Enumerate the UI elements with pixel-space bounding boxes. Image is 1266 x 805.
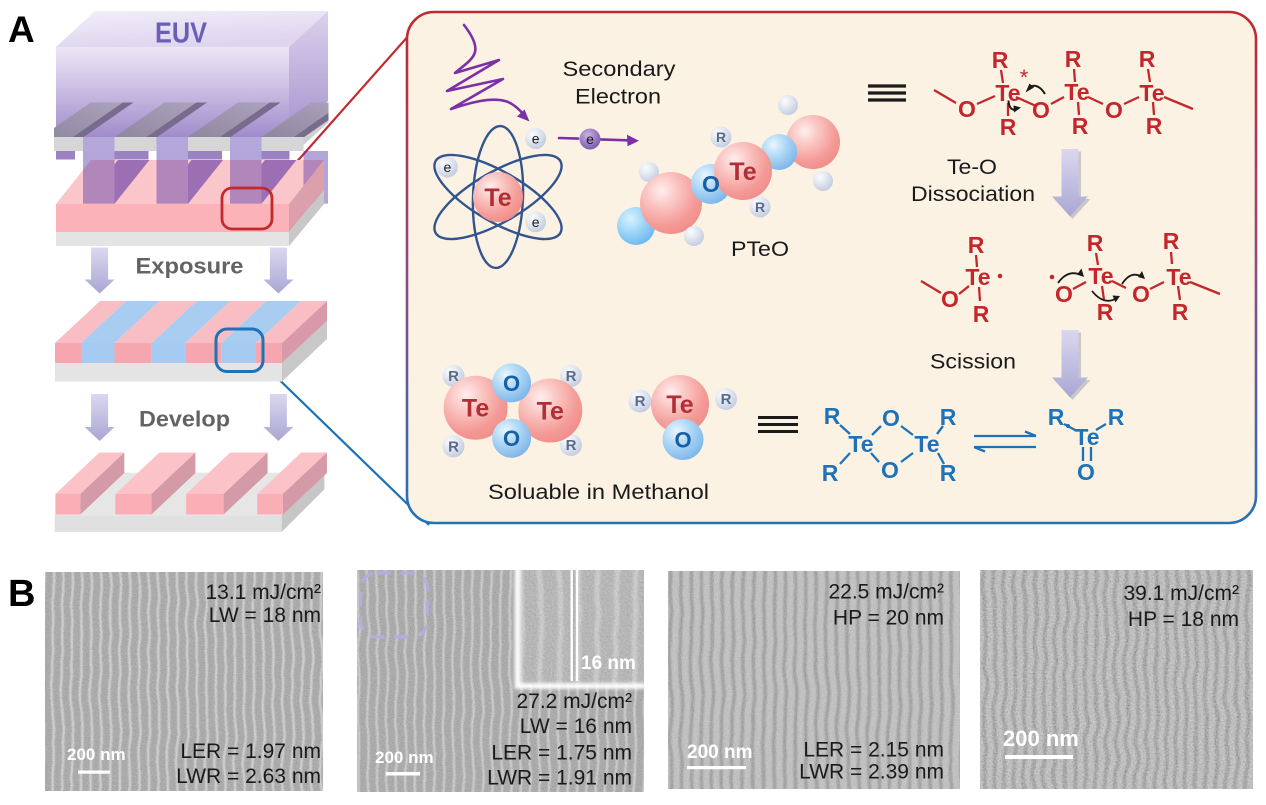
svg-text:Te: Te xyxy=(729,158,756,186)
svg-text:200 nm: 200 nm xyxy=(1003,726,1079,751)
svg-text:Te: Te xyxy=(666,391,693,419)
svg-text:R: R xyxy=(824,403,841,429)
svg-text:PTeO: PTeO xyxy=(731,237,789,261)
svg-text:16 nm: 16 nm xyxy=(581,653,636,674)
svg-text:O: O xyxy=(1032,97,1050,123)
svg-text:O: O xyxy=(1077,459,1095,485)
svg-text:R: R xyxy=(716,129,726,145)
svg-text:R: R xyxy=(755,199,765,215)
svg-text:Te: Te xyxy=(914,431,939,457)
svg-text:LER = 1.75 nm: LER = 1.75 nm xyxy=(491,742,632,765)
svg-text:O: O xyxy=(1132,281,1150,307)
svg-text:Electron: Electron xyxy=(575,85,661,109)
svg-text:R: R xyxy=(973,301,990,327)
svg-text:Develop: Develop xyxy=(139,407,230,432)
svg-text:R: R xyxy=(940,460,957,486)
svg-text:R: R xyxy=(721,391,732,408)
svg-text:e: e xyxy=(586,131,594,147)
svg-text:R: R xyxy=(1048,404,1065,430)
svg-text:Scission: Scission xyxy=(930,350,1016,374)
svg-text:LWR = 1.91 nm: LWR = 1.91 nm xyxy=(487,767,632,790)
svg-text:O: O xyxy=(674,428,691,453)
svg-text:O: O xyxy=(503,371,520,396)
svg-text:Te: Te xyxy=(1139,80,1164,106)
svg-text:Te: Te xyxy=(1166,264,1191,290)
svg-text:*: * xyxy=(1020,65,1029,90)
svg-text:27.2 mJ/cm²: 27.2 mJ/cm² xyxy=(516,690,632,713)
svg-text:R: R xyxy=(1172,299,1189,325)
svg-text:O: O xyxy=(702,171,720,197)
svg-text:O: O xyxy=(1105,97,1123,123)
svg-text:R: R xyxy=(1097,299,1114,325)
svg-text:R: R xyxy=(635,393,646,410)
svg-text:Te: Te xyxy=(965,264,990,290)
svg-text:Te: Te xyxy=(484,184,511,212)
svg-text:e: e xyxy=(532,214,540,230)
svg-text:R: R xyxy=(1072,113,1089,139)
svg-text:R: R xyxy=(822,460,839,486)
svg-text:A: A xyxy=(8,9,35,50)
svg-text:R: R xyxy=(1065,46,1082,72)
svg-text:O: O xyxy=(503,426,520,451)
svg-text:R: R xyxy=(992,47,1009,73)
svg-text:HP = 20 nm: HP = 20 nm xyxy=(833,607,944,630)
svg-text:R: R xyxy=(1139,46,1156,72)
svg-text:R: R xyxy=(1146,113,1163,139)
svg-text:Te: Te xyxy=(1074,424,1099,450)
svg-text:e: e xyxy=(444,159,452,175)
svg-text:O: O xyxy=(882,405,900,431)
svg-text:LER = 2.15 nm: LER = 2.15 nm xyxy=(803,739,944,762)
svg-text:LWR = 2.63 nm: LWR = 2.63 nm xyxy=(176,765,321,788)
svg-text:B: B xyxy=(8,573,35,615)
svg-text:R: R xyxy=(1087,230,1104,256)
svg-text:O: O xyxy=(881,457,899,483)
svg-text:R: R xyxy=(566,437,577,454)
svg-text:200 nm: 200 nm xyxy=(687,742,752,763)
svg-text:Te: Te xyxy=(462,395,489,423)
svg-text:22.5 mJ/cm²: 22.5 mJ/cm² xyxy=(828,581,944,604)
svg-text:200 nm: 200 nm xyxy=(67,745,126,764)
svg-text:R: R xyxy=(940,404,957,430)
svg-text:Te: Te xyxy=(848,431,873,457)
svg-text:39.1 mJ/cm²: 39.1 mJ/cm² xyxy=(1123,582,1239,605)
svg-text:LW = 16 nm: LW = 16 nm xyxy=(520,715,632,738)
svg-text:O: O xyxy=(1055,281,1073,307)
svg-text:R: R xyxy=(1000,114,1017,140)
svg-text:O: O xyxy=(941,286,959,312)
svg-text:HP = 18 nm: HP = 18 nm xyxy=(1128,608,1239,631)
svg-text:LW = 18 nm: LW = 18 nm xyxy=(209,604,321,627)
svg-text:LWR = 2.39 nm: LWR = 2.39 nm xyxy=(799,761,944,784)
svg-text:Te: Te xyxy=(1064,79,1089,105)
svg-text:Te-O: Te-O xyxy=(947,155,997,179)
svg-text:e: e xyxy=(532,131,540,147)
svg-text:200 nm: 200 nm xyxy=(375,748,434,767)
svg-text:Dissociation: Dissociation xyxy=(911,182,1035,206)
svg-text:O: O xyxy=(958,96,976,122)
svg-text:R: R xyxy=(968,232,985,258)
svg-text:R: R xyxy=(1108,404,1125,430)
svg-text:R: R xyxy=(448,438,459,455)
svg-text:Te: Te xyxy=(1088,263,1113,289)
svg-text:Secondary: Secondary xyxy=(563,57,676,81)
svg-text:EUV: EUV xyxy=(155,18,208,50)
svg-text:R: R xyxy=(448,368,459,385)
svg-text:Soluable in Methanol: Soluable in Methanol xyxy=(488,480,709,504)
svg-text:R: R xyxy=(1163,228,1180,254)
svg-text:Exposure: Exposure xyxy=(136,254,244,279)
svg-text:R: R xyxy=(566,368,577,385)
svg-text:Te: Te xyxy=(537,398,564,426)
svg-text:13.1 mJ/cm²: 13.1 mJ/cm² xyxy=(205,581,321,604)
svg-text:LER = 1.97 nm: LER = 1.97 nm xyxy=(180,740,321,763)
